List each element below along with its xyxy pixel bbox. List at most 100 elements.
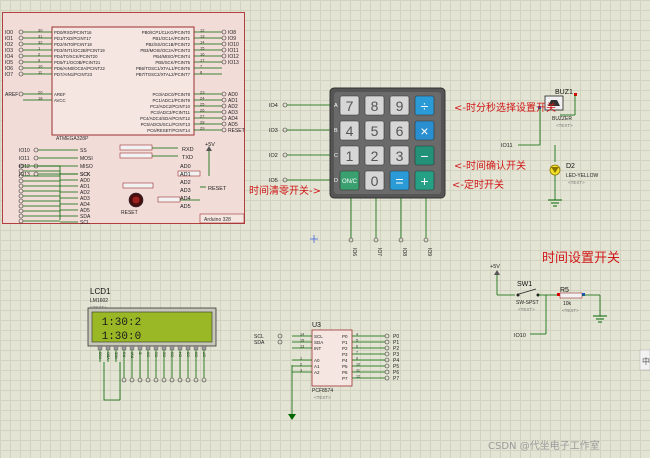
keypad-col-net-2: IO8 xyxy=(401,248,407,256)
side-panel-tab[interactable] xyxy=(639,349,650,371)
lcd-ref: LCD1 xyxy=(90,287,111,296)
key-1-1[interactable]: 5 xyxy=(364,120,385,141)
key-2-0[interactable]: 1 xyxy=(339,145,360,166)
switch-part: SW-SPST xyxy=(516,300,539,306)
keypad-row-net-1: IO3 xyxy=(269,128,278,134)
reset-button-label: RESET xyxy=(121,210,138,216)
pcf-right-num-1: 5 xyxy=(356,339,358,343)
mcu-net-rb-1: AD1 xyxy=(228,98,238,104)
mcu-pin-num-left-5: 9 xyxy=(38,58,41,63)
pcf-left-num-5: 3 xyxy=(300,369,302,373)
annotation-time-clear: 时间清零开关-> xyxy=(249,184,321,197)
pcf-left-pin-0: SCL xyxy=(314,334,323,339)
key-label-2-2: 3 xyxy=(396,148,404,164)
mcu-pin-num-left-0: 30 xyxy=(38,28,43,33)
key-2-1[interactable]: 2 xyxy=(364,145,385,166)
lcd-pin-4: RW xyxy=(131,351,135,358)
switch-vcc: +5V xyxy=(490,264,500,270)
pcf-right-pin-7: P7 xyxy=(342,376,348,381)
buzzer-ref: BUZ1 xyxy=(555,89,573,96)
key-0-3[interactable]: ÷ xyxy=(414,95,435,116)
lcd-screen xyxy=(91,311,213,343)
mcu-pin-left-2: PD2/INT0/PCINT18 xyxy=(54,42,92,47)
led-text: <TEXT> xyxy=(568,180,585,185)
lcd-pin-7: D1 xyxy=(155,352,159,357)
key-1-0[interactable]: 4 xyxy=(339,120,360,141)
key-label-1-2: 6 xyxy=(396,123,404,139)
bus-label-3: AD2 xyxy=(80,190,90,196)
mcu-pin-num-right-1: 13 xyxy=(200,34,205,39)
mcu-pin-right-2: PB2/SS/OC1B/PCINT2 xyxy=(146,42,191,47)
key-3-3[interactable]: + xyxy=(414,170,435,191)
pcf-right-net-6: P6 xyxy=(393,370,399,376)
mcu-net-right-3: IO11 xyxy=(228,48,239,54)
key-1-3[interactable]: × xyxy=(414,120,435,141)
key-0-1[interactable]: 8 xyxy=(364,95,385,116)
mcu-pin-rb-3: PC3/ADC3/PCINT11 xyxy=(150,110,190,115)
pcf-right-pin-1: P1 xyxy=(342,340,348,345)
key-3-1[interactable]: 0 xyxy=(364,170,385,191)
mcu-net-left-3: IO3 xyxy=(5,48,13,54)
pcf-left-pin-5: A2 xyxy=(314,370,320,375)
key-0-2[interactable]: 9 xyxy=(389,95,410,116)
mcu-pin-num-right-6: 7 xyxy=(200,64,203,69)
lcd-pin-9: D3 xyxy=(171,352,175,357)
pcf-left-num-1: 15 xyxy=(300,339,304,343)
analog-net-0: AD0 xyxy=(180,164,191,170)
mcu-pin-rb-2: PC2/ADC2/PCINT10 xyxy=(150,104,190,109)
mcu-pin-num-left-6: 10 xyxy=(38,64,43,69)
time-set-switch[interactable]: +5V SW1 SW-SPST <TEXT> IO10 xyxy=(490,264,560,339)
keypad-row-label-3: D xyxy=(334,178,338,184)
mcu-pin-left-3: PD3/INT1/OC2B/PCINT19 xyxy=(54,48,105,53)
lcd-pin-6: D0 xyxy=(147,352,151,357)
lcd-part: LM1602 xyxy=(90,298,108,304)
led-indicator[interactable]: D2 LED-YELLOW <TEXT> xyxy=(548,145,599,207)
lcd-pin-2: VEE xyxy=(115,351,119,359)
mcu-pin-num-left-7: 11 xyxy=(38,70,43,75)
mcu-pin-left-4: PD4/T0/XCK/PCINT20 xyxy=(54,54,98,59)
mcu-pin-num-rb-0: 23 xyxy=(200,90,205,95)
bus-label-5: AD4 xyxy=(80,202,90,208)
mcu-power-pin-0: AREF xyxy=(54,92,66,97)
buzzer[interactable]: BUZ1 BUZZER <TEXT> IO11 xyxy=(501,89,577,149)
key-2-2[interactable]: 3 xyxy=(389,145,410,166)
mcu-pin-left-7: PD7/AIN1/PCINT23 xyxy=(54,72,93,77)
key-3-0[interactable]: ON/C xyxy=(339,170,360,191)
mcu-pin-left-5: PD5/T1/OC0B/PCINT21 xyxy=(54,60,101,65)
mcu-pin-num-rb-5: 28 xyxy=(200,120,205,125)
mcu-pin-num-left-1: 31 xyxy=(38,34,43,39)
key-2-3[interactable]: − xyxy=(414,145,435,166)
lcd-pin-8: D2 xyxy=(163,352,167,357)
reset-resistor xyxy=(177,170,201,177)
mcu-chip-body xyxy=(51,26,195,136)
pcf-right-net-2: P2 xyxy=(393,346,399,352)
resistor-value: 10k xyxy=(563,301,572,307)
key-1-2[interactable]: 6 xyxy=(389,120,410,141)
resistor-text: <TEXT> xyxy=(562,308,579,313)
key-label-3-0: ON/C xyxy=(342,179,358,185)
keypad-row-net-0: IO4 xyxy=(269,103,278,109)
mcu-net-left-5: IO5 xyxy=(5,60,13,66)
pcf-right-num-2: 6 xyxy=(356,345,358,349)
mcu-pin-left-6: PD6/AIN0/OC0A/PCINT22 xyxy=(54,66,105,71)
icsp-net-0: IO10 xyxy=(19,148,30,154)
mcu-pin-num-right-5: 17 xyxy=(200,58,205,63)
buzzer-net: IO11 xyxy=(501,143,513,149)
lcd-line-1: 1:30:2 xyxy=(95,317,141,329)
mcu-pin-left-1: PD1/TXD/PCINT17 xyxy=(54,36,92,41)
resistor-ref: R5 xyxy=(560,287,569,294)
icsp-label-2: MISO xyxy=(80,164,93,170)
mcu-pin-num-right-4: 16 xyxy=(200,52,205,57)
mcu-net-right-1: IO9 xyxy=(228,36,236,42)
vcc-label: +5V xyxy=(205,142,215,148)
mcu-net-rb-6: RESET xyxy=(228,128,245,134)
key-3-2[interactable]: = xyxy=(389,170,410,191)
key-label-2-1: 2 xyxy=(371,148,379,164)
key-0-0[interactable]: 7 xyxy=(339,95,360,116)
mcu-pin-num-rb-2: 25 xyxy=(200,102,205,107)
watermark: CSDN @代坐电子工作室 xyxy=(488,439,600,452)
key-label-3-2: = xyxy=(395,173,403,189)
